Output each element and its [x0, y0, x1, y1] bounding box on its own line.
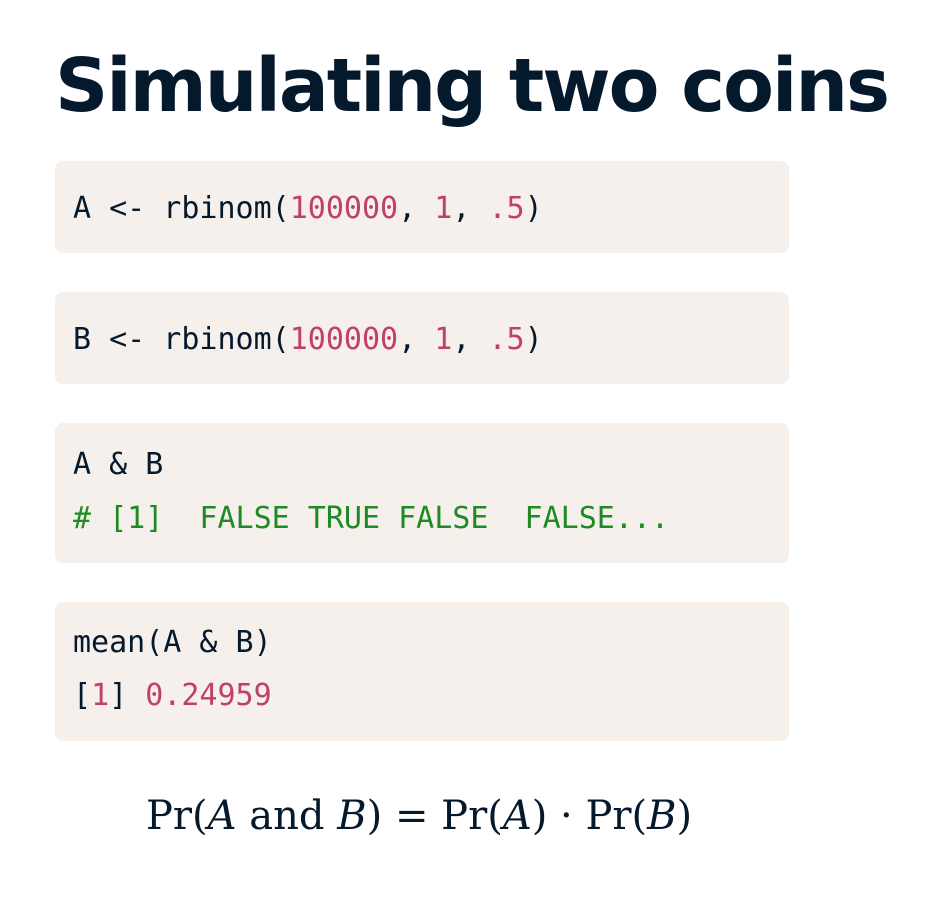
formula-pr: Pr: [441, 793, 488, 839]
formula-var-b: B: [647, 793, 677, 839]
code-text: mean(A & B): [73, 625, 272, 660]
code-text: B <- rbinom(: [73, 322, 290, 357]
code-number-literal: 1: [434, 191, 453, 226]
code-text: [: [73, 678, 92, 713]
code-line: mean(A & B): [73, 623, 272, 663]
code-text: ): [524, 191, 543, 226]
formula-equals: =: [394, 793, 429, 839]
code-line: A & B: [73, 445, 163, 485]
formula-paren-open: (: [487, 793, 503, 839]
code-block-and: A & B # [1] FALSE TRUE FALSE FALSE...: [55, 423, 789, 563]
code-number-literal: 0.24959: [145, 678, 272, 713]
code-text: ,: [398, 191, 435, 226]
code-comment: # [1] FALSE TRUE FALSE FALSE...: [73, 501, 670, 536]
code-number-literal: 100000: [289, 322, 399, 357]
code-block-a: A <- rbinom(100000, 1, .5): [55, 161, 789, 253]
code-text: ,: [452, 191, 489, 226]
formula-var-a: A: [502, 793, 532, 839]
code-number-literal: .5: [488, 191, 525, 226]
formula-paren-close: ): [366, 793, 383, 839]
formula-var-a: A: [207, 793, 237, 839]
code-text: ,: [452, 322, 489, 357]
code-text: ]: [109, 678, 146, 713]
formula-paren-open: (: [631, 793, 648, 839]
formula-paren-close: ): [531, 793, 548, 839]
probability-formula: Pr(A and B) = Pr(A) · Pr(B): [146, 788, 692, 844]
code-text: ): [524, 322, 543, 357]
formula-paren-open: (: [192, 793, 208, 839]
code-output-line: [1] 0.24959: [73, 676, 272, 716]
code-number-literal: 1: [434, 322, 453, 357]
formula-and: and: [249, 793, 325, 839]
code-text: ,: [398, 322, 435, 357]
formula-dot: ·: [560, 793, 573, 839]
formula-pr: Pr: [585, 793, 632, 839]
code-line: B <- rbinom(100000, 1, .5): [73, 320, 543, 360]
formula-pr: Pr: [146, 793, 193, 839]
page-title: Simulating two coins: [55, 43, 890, 129]
code-text: A & B: [73, 447, 164, 482]
code-line: A <- rbinom(100000, 1, .5): [73, 189, 543, 229]
formula-var-b: B: [337, 793, 367, 839]
code-block-b: B <- rbinom(100000, 1, .5): [55, 292, 789, 384]
code-block-mean: mean(A & B) [1] 0.24959: [55, 602, 789, 741]
code-number-literal: .5: [488, 322, 525, 357]
code-output-line: # [1] FALSE TRUE FALSE FALSE...: [73, 499, 669, 539]
formula-paren-close: ): [676, 793, 693, 839]
code-number-literal: 1: [91, 678, 110, 713]
code-number-literal: 100000: [289, 191, 399, 226]
code-text: A <- rbinom(: [73, 191, 290, 226]
